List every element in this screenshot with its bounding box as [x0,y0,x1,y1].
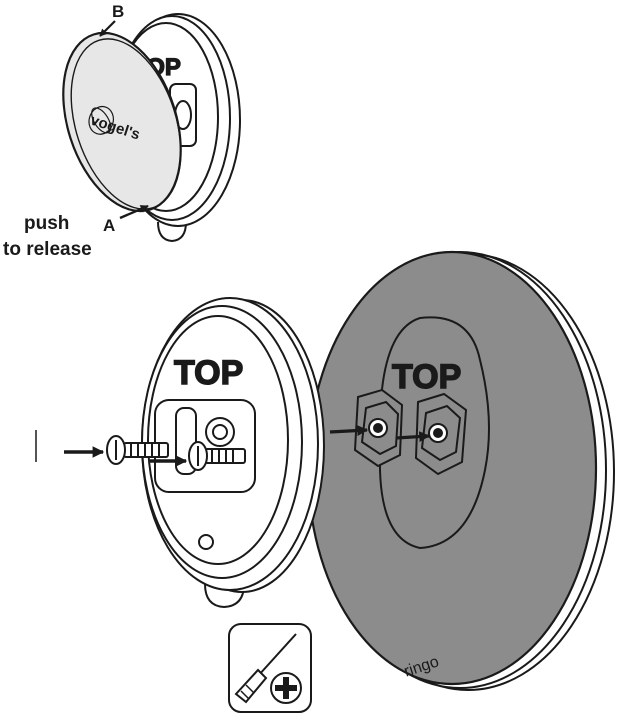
push-label-line1: push [24,213,69,234]
hex-nut-right [414,392,468,476]
screw-right [188,441,246,471]
screwdriver-icon [234,633,297,704]
hex-nut-left [353,388,404,468]
cap: vogel's [62,31,182,213]
ringo-plate: TOP ringo [306,250,615,691]
top-label-mount: TOP [174,354,243,392]
tool-box [228,623,312,713]
arrow-to-nut-right [395,431,431,443]
plus-icon [270,672,302,704]
arrow-a [119,204,149,220]
arrow-b [99,20,116,37]
push-label-line2: to release [3,239,92,260]
label-b: B [112,2,124,21]
arrow-to-nut-left [329,425,369,436]
screw-left [106,435,169,465]
top-label-plate: TOP [392,358,461,396]
label-a: A [103,216,115,235]
